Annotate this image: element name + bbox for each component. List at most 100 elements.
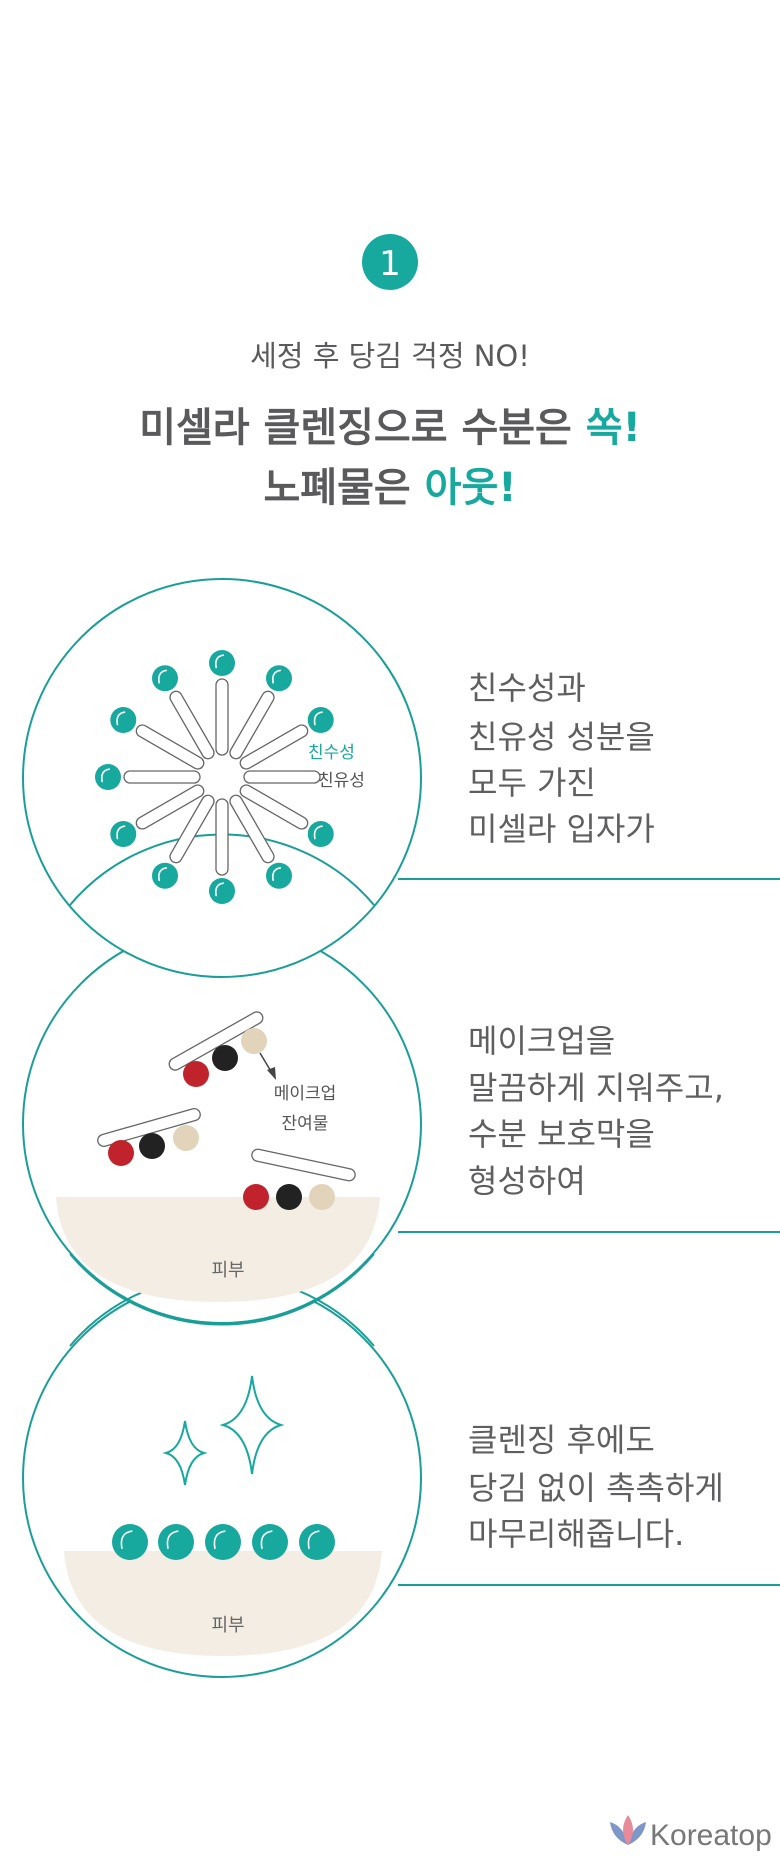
lipid-rod bbox=[123, 770, 201, 784]
headline-line1-text: 미셀라 클렌징으로 수분은 bbox=[139, 405, 586, 451]
droplet-body bbox=[152, 862, 178, 889]
droplet-highlight bbox=[272, 669, 282, 684]
water-droplet-icon bbox=[152, 862, 178, 889]
brand-name: Koreatop bbox=[650, 1819, 772, 1852]
droplet-highlight bbox=[313, 825, 323, 840]
makeup-particle-black bbox=[212, 1045, 238, 1071]
moisture-droplets bbox=[112, 1524, 335, 1560]
makeup-diagram bbox=[97, 1011, 356, 1210]
skin-area bbox=[64, 1551, 382, 1656]
step-badge-circle bbox=[362, 234, 418, 290]
droplet-body bbox=[266, 862, 292, 889]
water-droplet-icon bbox=[299, 1524, 335, 1560]
water-droplet-icon bbox=[158, 1524, 194, 1560]
lipid-rod bbox=[229, 690, 275, 760]
skin-label: 피부 bbox=[211, 1260, 244, 1281]
headline-line1-accent: 쏙! bbox=[586, 405, 641, 451]
droplet-highlight bbox=[260, 1530, 273, 1550]
micelle-diagram bbox=[95, 650, 334, 904]
droplet-highlight bbox=[101, 768, 111, 783]
water-droplet-icon bbox=[95, 764, 121, 790]
lipid-rod bbox=[215, 798, 229, 876]
droplet-highlight bbox=[213, 1530, 226, 1550]
water-droplet-icon bbox=[110, 821, 137, 847]
makeup-particle-beige bbox=[241, 1028, 267, 1054]
panel-2-text-line: 수분 보호막을 bbox=[468, 1115, 655, 1153]
droplet-body bbox=[95, 764, 121, 790]
lipid-rod bbox=[135, 784, 205, 830]
skin-label: 피부 bbox=[211, 1615, 244, 1636]
lipid-rod bbox=[243, 770, 321, 784]
droplet-body bbox=[266, 665, 292, 692]
panel-3-text-line: 마무리해줍니다. bbox=[468, 1515, 684, 1553]
droplet-body bbox=[112, 1524, 148, 1560]
makeup-particle-black bbox=[139, 1133, 165, 1159]
droplet-highlight bbox=[215, 654, 225, 669]
panel-2-text-line: 메이크업을 bbox=[468, 1022, 615, 1060]
headline-line2: 노폐물은 아웃! bbox=[264, 465, 517, 511]
water-droplet-icon bbox=[266, 665, 292, 692]
sparkle-large-icon bbox=[219, 1375, 285, 1475]
droplet-highlight bbox=[158, 867, 168, 882]
water-droplet-icon bbox=[112, 1524, 148, 1560]
makeup-particle-beige bbox=[173, 1125, 199, 1151]
droplet-highlight bbox=[215, 882, 225, 897]
water-droplet-icon bbox=[110, 707, 137, 733]
sparkle-small-icon bbox=[162, 1420, 208, 1486]
hydrophilic-label: 친수성 bbox=[308, 743, 355, 763]
subtitle: 세정 후 당김 걱정 NO! bbox=[250, 339, 530, 373]
droplet-body bbox=[158, 1524, 194, 1560]
panel-3-text: 클렌징 후에도 당김 없이 촉촉하게 마무리해줍니다. bbox=[468, 1421, 724, 1553]
lipid-rod bbox=[135, 724, 205, 770]
step-number: 1 bbox=[379, 244, 401, 284]
droplet-highlight bbox=[272, 867, 282, 882]
headline-line1: 미셀라 클렌징으로 수분은 쏙! bbox=[139, 405, 641, 451]
panel-3-text-line: 당김 없이 촉촉하게 bbox=[468, 1469, 724, 1507]
skin-area bbox=[56, 1197, 380, 1302]
step-badge: 1 bbox=[362, 234, 418, 290]
water-droplet-icon bbox=[252, 1524, 288, 1560]
droplet-body bbox=[307, 821, 334, 847]
residue-label-line2: 잔여물 bbox=[282, 1114, 329, 1134]
makeup-particle-red bbox=[183, 1061, 209, 1087]
droplet-body bbox=[205, 1524, 241, 1560]
panel-1-text-line: 친수성과 bbox=[468, 669, 586, 707]
headline-line2-text: 노폐물은 bbox=[264, 465, 425, 511]
droplet-body bbox=[209, 650, 235, 676]
makeup-particle-red bbox=[108, 1140, 134, 1166]
residue-label-line1: 메이크업 bbox=[274, 1084, 337, 1104]
droplet-highlight bbox=[120, 1530, 133, 1550]
panel-2-text: 메이크업을 말끔하게 지워주고, 수분 보호막을 형성하여 bbox=[468, 1022, 724, 1200]
panel-1-text-line: 미셀라 입자가 bbox=[468, 810, 655, 848]
water-droplet-icon bbox=[307, 821, 334, 847]
panel-2-text-line: 말끔하게 지워주고, bbox=[468, 1069, 724, 1107]
headline-line2-accent: 아웃! bbox=[425, 465, 517, 511]
panel-3-text-line: 클렌징 후에도 bbox=[468, 1421, 655, 1459]
lipid-rod bbox=[239, 724, 309, 770]
brand-logo: Koreatop bbox=[610, 1815, 772, 1852]
lipid-rod bbox=[169, 690, 215, 760]
panel-2-text-line: 형성하여 bbox=[468, 1162, 586, 1200]
water-droplet-icon bbox=[209, 878, 235, 904]
droplet-body bbox=[152, 665, 178, 692]
droplet-highlight bbox=[166, 1530, 179, 1550]
panel-1-text-line: 친유성 성분을 bbox=[468, 718, 655, 756]
droplet-body bbox=[252, 1524, 288, 1560]
water-droplet-icon bbox=[209, 650, 235, 676]
droplet-highlight bbox=[307, 1530, 320, 1550]
droplet-body bbox=[307, 707, 334, 733]
droplet-highlight bbox=[313, 711, 323, 726]
makeup-particle-black bbox=[276, 1184, 302, 1210]
droplet-highlight bbox=[116, 825, 126, 840]
makeup-particle-red bbox=[243, 1184, 269, 1210]
lipid-rod bbox=[168, 1011, 264, 1071]
droplet-body bbox=[110, 707, 137, 733]
droplet-body bbox=[110, 821, 137, 847]
droplet-highlight bbox=[158, 669, 168, 684]
panel-1-circle bbox=[22, 578, 422, 978]
water-droplet-icon bbox=[266, 862, 292, 889]
lotus-icon bbox=[610, 1815, 646, 1845]
water-droplet-icon bbox=[307, 707, 334, 733]
droplet-body bbox=[299, 1524, 335, 1560]
